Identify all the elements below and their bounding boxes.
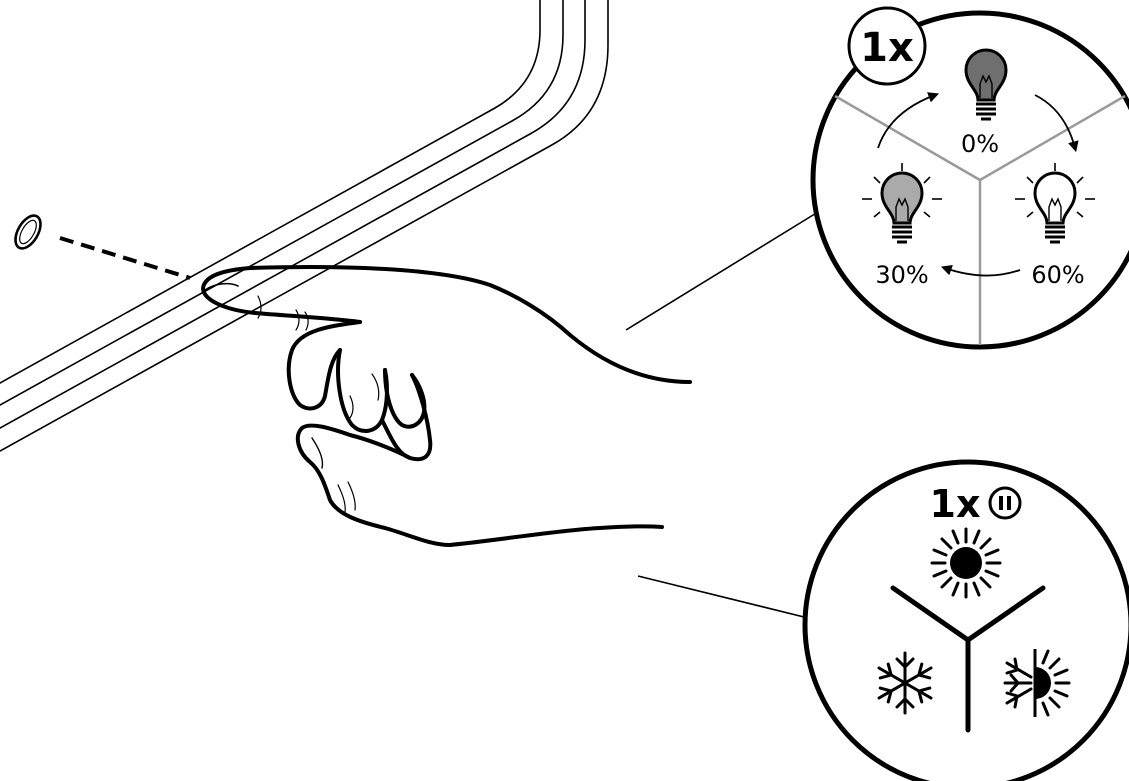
pause-icon: [990, 488, 1020, 518]
touch-sensor: [10, 211, 45, 252]
level-label-30: 30%: [875, 261, 928, 289]
hand-illustration: [203, 267, 690, 545]
press-count-label-bottom: 1x: [930, 482, 981, 526]
press-count-label: 1x: [860, 25, 914, 71]
color-temperature-callout: 1x: [805, 462, 1129, 781]
level-label-60: 60%: [1031, 261, 1084, 289]
mirror-frame: [0, 0, 608, 451]
brightness-callout: 1x 0% 60% 30%: [813, 8, 1129, 347]
sun-icon: [932, 529, 1000, 597]
leader-line-top: [626, 212, 818, 330]
touch-indicator-line: [60, 238, 190, 278]
leader-line-bottom: [638, 576, 808, 618]
level-label-0: 0%: [961, 130, 999, 158]
press-count-badge: 1x: [849, 8, 925, 84]
